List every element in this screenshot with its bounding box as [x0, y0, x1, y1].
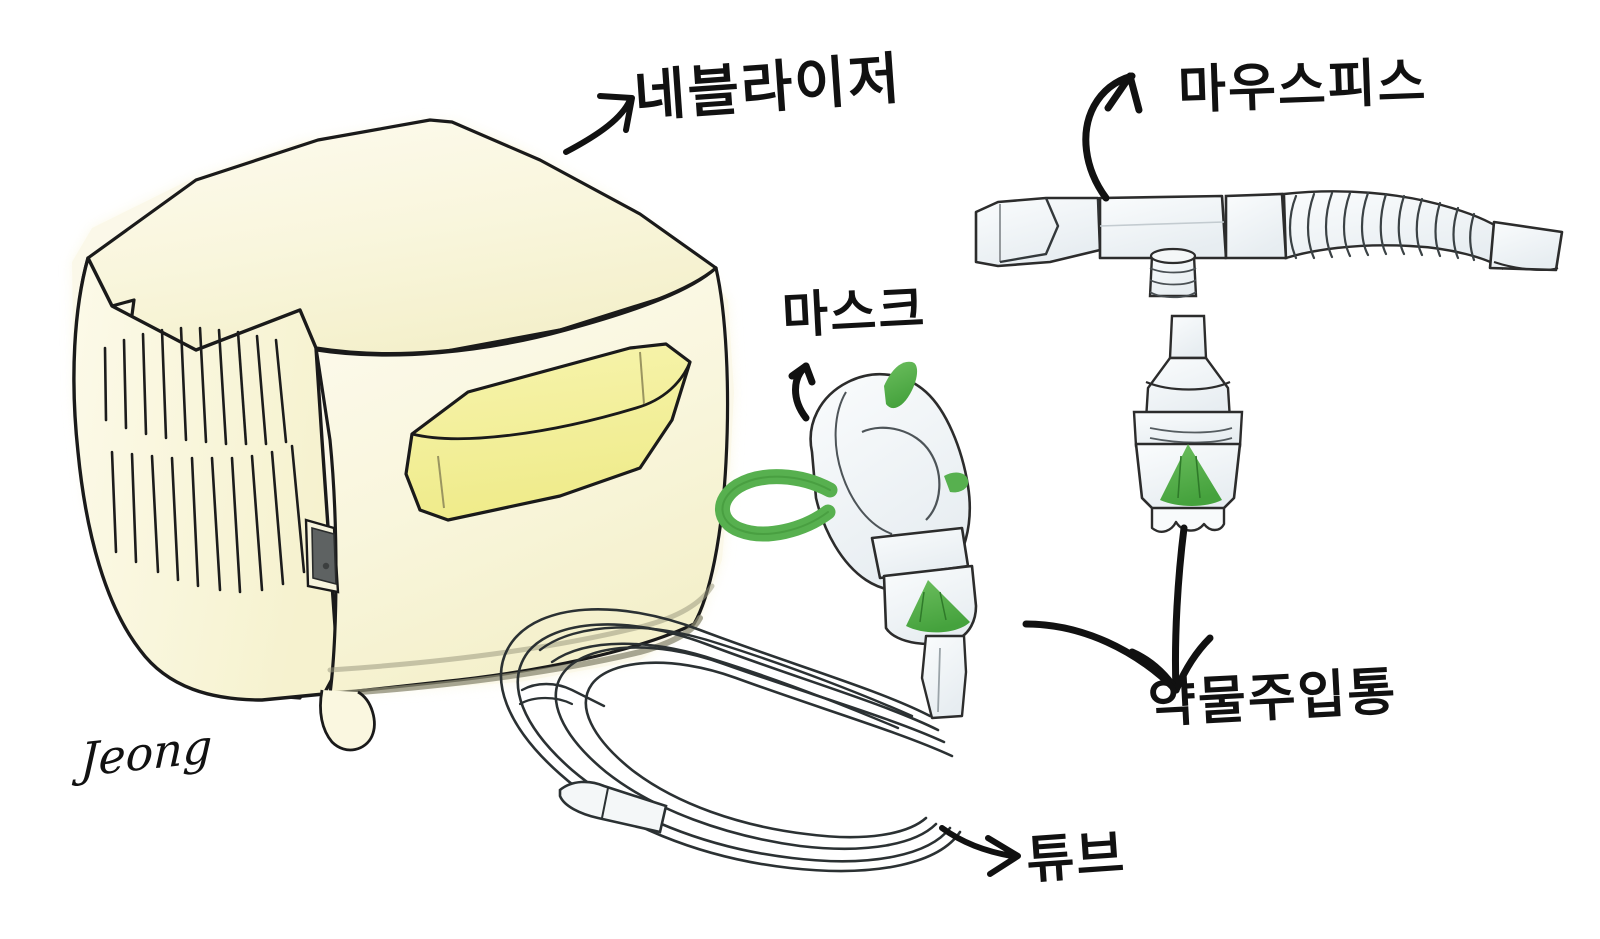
arrow-to-medicine-cup	[1022, 524, 1214, 694]
ventilation-slats-icon	[103, 326, 306, 594]
t-stem-connector	[1148, 247, 1198, 299]
mouthpiece-assembly	[974, 190, 1564, 299]
corrugated-flex-tube	[1282, 190, 1564, 272]
label-mask: 마스크	[780, 279, 928, 345]
arrow-to-nebulizer	[563, 93, 635, 155]
label-medicine-cup: 약물주입통	[1146, 661, 1399, 735]
label-tube: 튜브	[1024, 824, 1128, 891]
medicine-cup	[1132, 314, 1244, 533]
arrow-to-tube	[939, 825, 1021, 877]
accessory-tray	[404, 342, 692, 522]
inhalation-mask	[715, 361, 978, 720]
label-mouthpiece: 마우스피스	[1177, 52, 1429, 121]
air-supply-tube	[499, 608, 962, 873]
nebulizer-compressor	[72, 118, 734, 752]
arrow-to-mouthpiece	[1082, 72, 1143, 202]
arrow-to-mask	[788, 362, 816, 422]
power-switch-icon[interactable]	[304, 518, 340, 594]
